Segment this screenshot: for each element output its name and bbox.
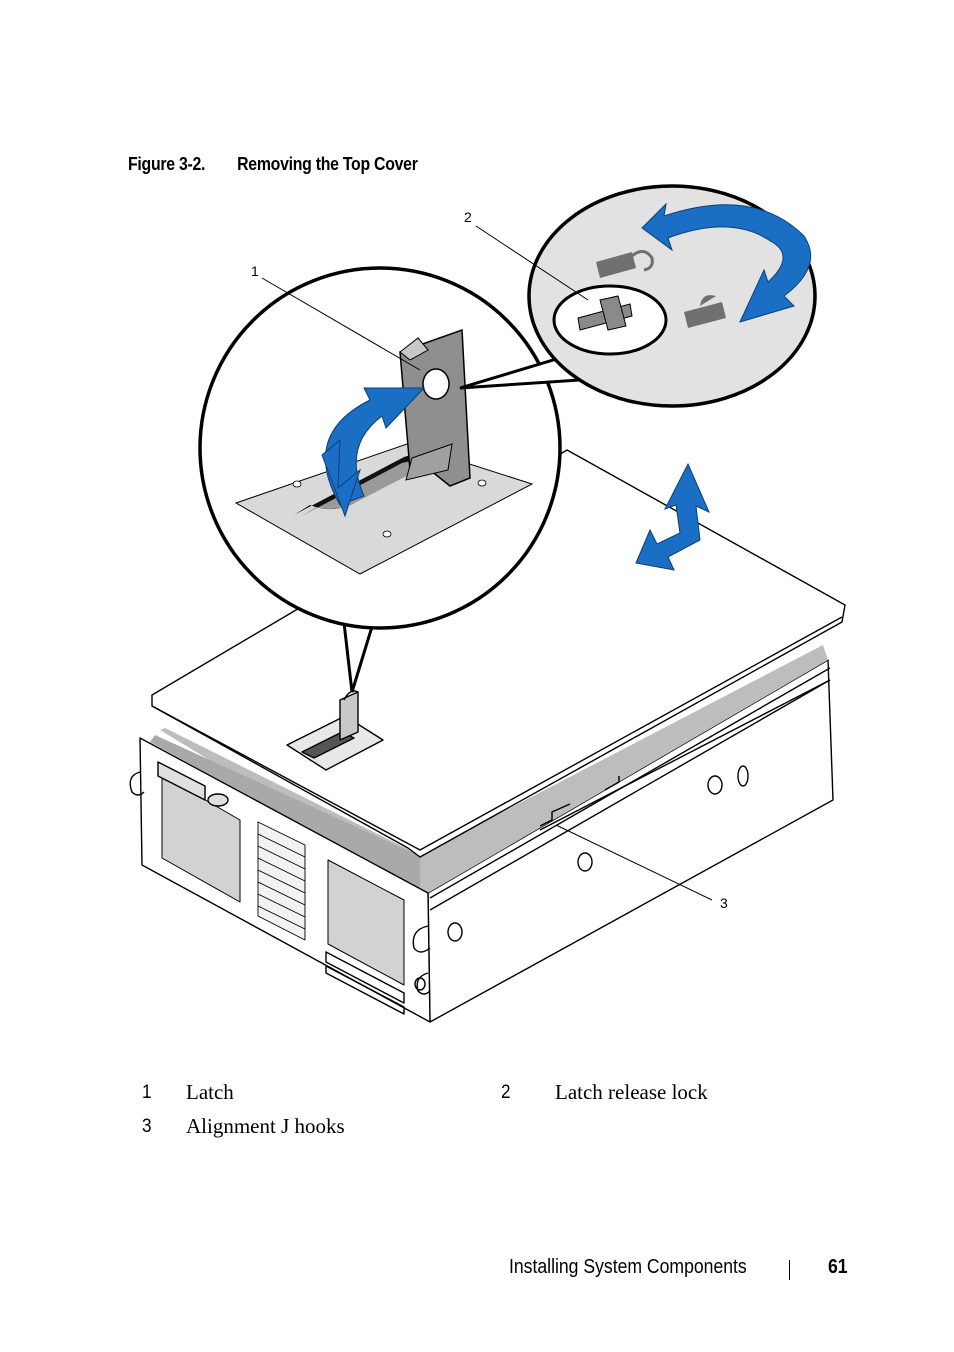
legend-label-1: Latch: [186, 1080, 234, 1104]
legend-num-3: 3: [142, 1116, 152, 1137]
callout-leaders: [261, 225, 713, 901]
lock-icon: [684, 295, 726, 328]
server-chassis: [129, 645, 834, 1023]
slide-direction-arrow: [635, 462, 710, 571]
unlock-icon: [596, 250, 654, 278]
footer-section-title: Installing System Components: [509, 1256, 747, 1278]
latch-magnified-view: [198, 266, 562, 630]
lock-magnified-view: [527, 184, 817, 408]
callout-3: 3: [720, 895, 728, 911]
legend-num-2: 2: [501, 1082, 511, 1103]
top-cover-illustration: 1 2 3: [129, 184, 846, 1023]
legend-label-2: Latch release lock: [555, 1080, 708, 1104]
page-footer: Installing System Components 61: [0, 1256, 954, 1286]
callout-2: 2: [464, 209, 472, 225]
page-number: 61: [828, 1256, 848, 1278]
legend-label-3: Alignment J hooks: [186, 1114, 345, 1138]
figure-caption: Figure 3-2. Removing the Top Cover: [128, 154, 418, 175]
figure-number: Figure 3-2.: [128, 154, 206, 174]
callout-1: 1: [251, 263, 259, 279]
legend-num-1: 1: [142, 1082, 152, 1103]
figure-title: Removing the Top Cover: [237, 154, 418, 174]
footer-separator: [789, 1260, 790, 1280]
